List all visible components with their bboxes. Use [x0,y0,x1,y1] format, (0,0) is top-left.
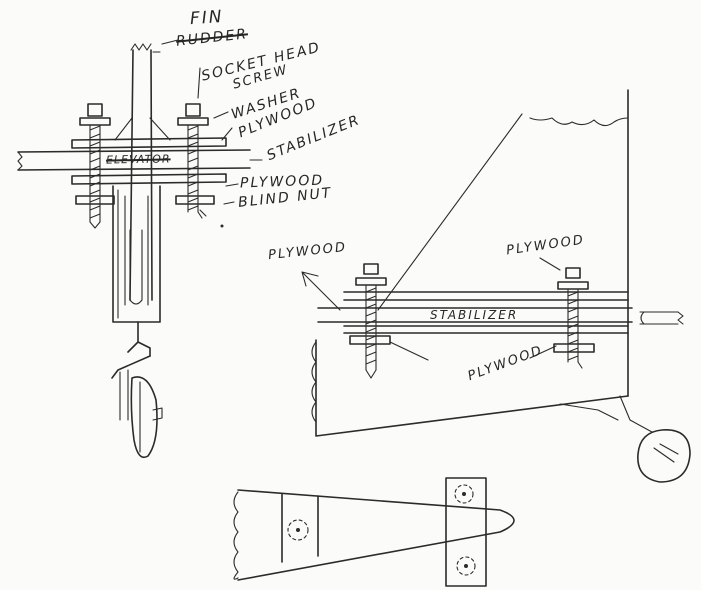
side-left-bolt [349,263,429,379]
front-view [17,39,263,459]
tail-post [112,185,161,323]
left-socket-head-screw [75,103,115,229]
stabilizer-plank [17,149,251,171]
side-view [301,89,691,483]
front-tail-wheel [130,376,163,459]
right-socket-head-screw [175,103,224,228]
elevator-struck-label: ELEVATOR [105,152,171,167]
side-upper-plywood [343,291,629,301]
side-lower-plywood [343,325,629,334]
lower-plywood [71,173,227,185]
top-view [233,477,515,587]
side-right-bolt [553,267,595,369]
fin-label: FIN [189,6,225,30]
upper-plywood [71,137,227,149]
side-stabilizer-label: STABILIZER [430,308,519,322]
side-tail-wheel [619,395,691,483]
